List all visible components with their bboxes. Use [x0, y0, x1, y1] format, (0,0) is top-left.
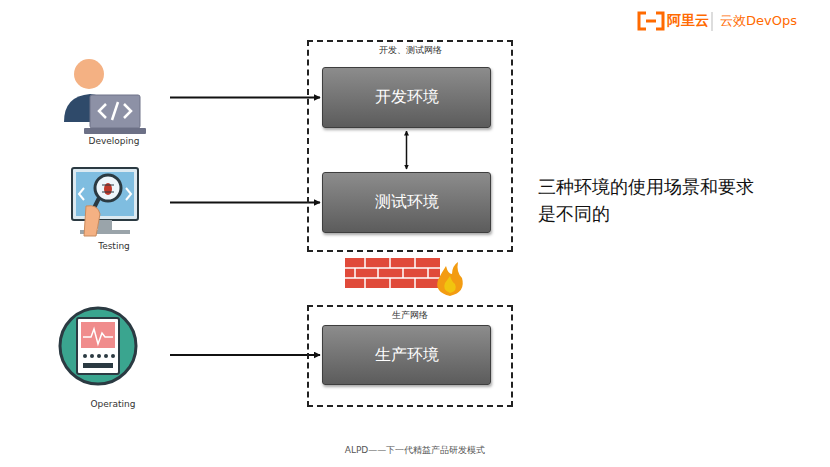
testing-icon: [72, 168, 138, 236]
aliyun-logo-icon: [639, 13, 663, 29]
zone-heading: 生产网络: [309, 309, 511, 322]
logo-separator: [712, 12, 713, 31]
brand-name: 阿里云: [667, 12, 709, 29]
operating-icon: [60, 308, 136, 384]
actor-icon: Testing: [58, 165, 170, 253]
environment-box: 测试环境: [322, 172, 491, 233]
box-label: 测试环境: [375, 192, 439, 213]
environment-box: 开发环境: [322, 67, 491, 128]
box-label: 开发环境: [375, 87, 439, 108]
network-zone: 生产网络生产环境: [307, 305, 513, 407]
actor-label: Operating: [56, 399, 170, 409]
arrow-connector: [170, 202, 320, 204]
product-name: 云效DevOps: [720, 13, 797, 29]
actor-icon: Operating: [56, 303, 170, 411]
footer-caption: ALPD——下一代精益产品研发模式: [0, 445, 830, 456]
network-zone: 开发、测试网络开发环境测试环境: [307, 40, 513, 252]
zone-heading: 开发、测试网络: [309, 44, 511, 57]
box-label: 生产环境: [375, 345, 439, 366]
arrow-connector: [406, 131, 408, 169]
actor-label: Testing: [58, 241, 170, 251]
actor-icon: Developing: [58, 52, 170, 148]
arrow-connector: [170, 97, 320, 99]
firewall-icon: [345, 258, 463, 296]
environment-box: 生产环境: [322, 325, 491, 385]
actor-label: Developing: [58, 136, 170, 146]
note-text: 三种环境的使用场景和要求 是不同的: [538, 173, 764, 227]
developer-icon: [64, 59, 146, 134]
arrow-connector: [170, 354, 320, 356]
